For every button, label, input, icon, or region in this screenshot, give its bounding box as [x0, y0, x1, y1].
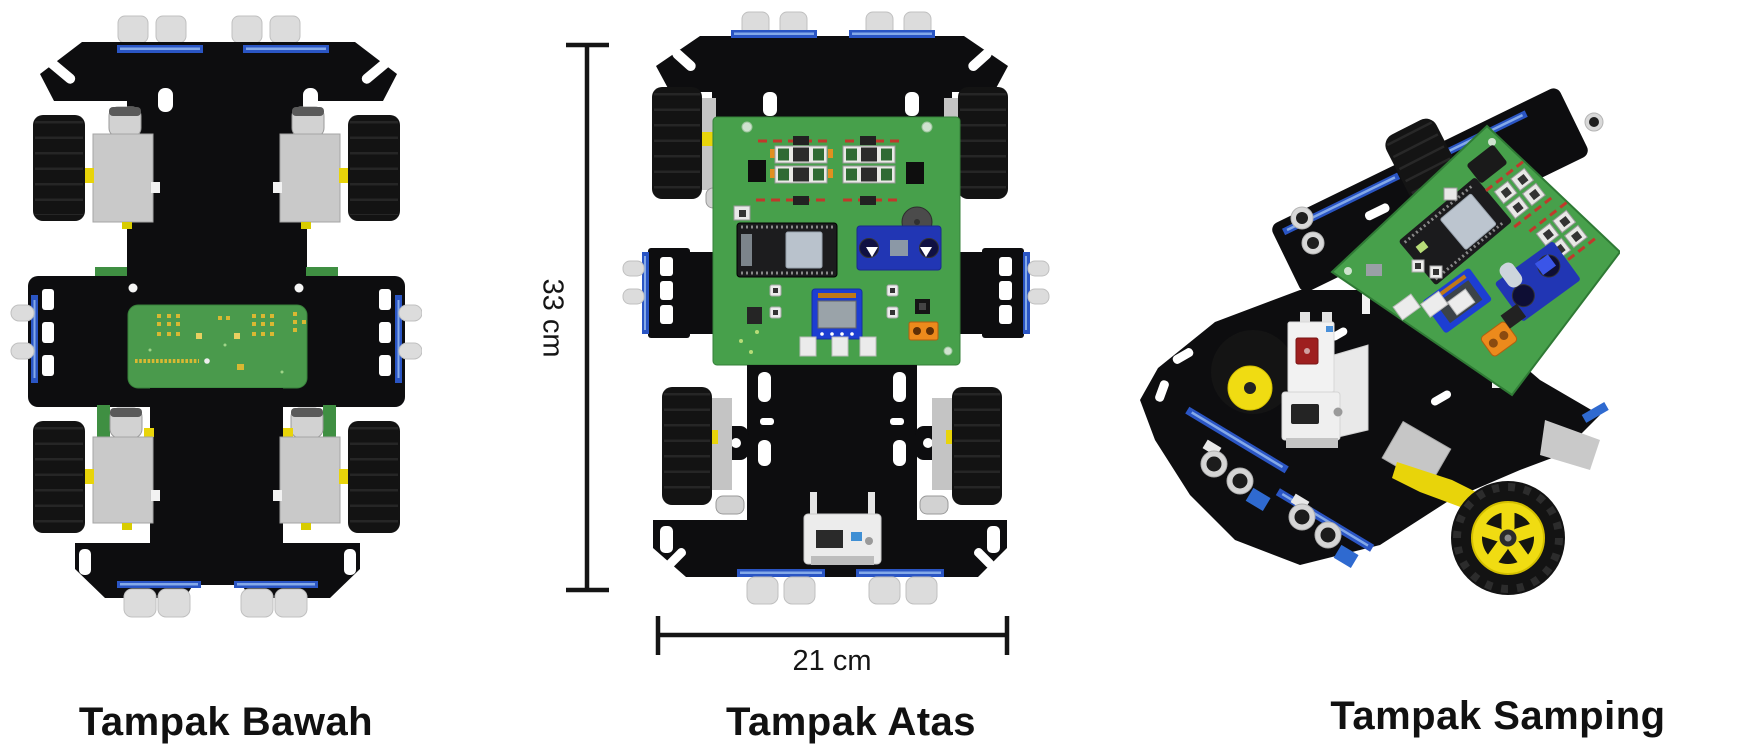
top-main-pcb [712, 116, 961, 366]
caption-top-view: Tampak Atas [725, 700, 977, 744]
mounting-cutout [748, 160, 766, 182]
side-front-right-wheel [1451, 481, 1565, 595]
robot-top-view-illustration [622, 11, 1050, 605]
dimension-annotations: 33 cm 21 cm [536, 42, 1010, 677]
length-dimension-line [566, 42, 609, 593]
dc-jack [1467, 145, 1507, 183]
buck-converter [1495, 242, 1580, 321]
push-button [1443, 187, 1458, 201]
bottom-front-bumper [40, 42, 397, 101]
bottom-front-motors [78, 106, 355, 229]
bottom-side-ultrasonic-sensors [10, 304, 422, 360]
side-front-sensor-rail [1185, 406, 1375, 569]
width-dimension-label: 21 cm [793, 645, 872, 677]
top-left-side-sensor-module [622, 248, 716, 338]
robot-bottom-view-illustration [10, 15, 422, 618]
side-front-left-wheel [1211, 330, 1295, 414]
pcb-standoff [1362, 286, 1370, 314]
driver-chip-cluster [1528, 199, 1599, 269]
top-rear-ultrasonic-sensors [746, 576, 938, 605]
top-front-wheels [652, 87, 1008, 199]
servo-bracket-module [803, 492, 882, 565]
deck-slot [763, 92, 777, 116]
caption-bottom-view: Tampak Bawah [78, 700, 374, 744]
smd-component [747, 307, 762, 324]
bottom-main-pcb [127, 304, 308, 389]
smd-chip [793, 196, 809, 205]
esp32-module [736, 222, 838, 278]
bottom-rear-section [78, 388, 355, 546]
side-front-ultrasonic-sensors [1200, 450, 1342, 549]
power-terminal [908, 321, 939, 341]
bottom-rear-ultrasonic-sensors [123, 588, 308, 618]
buck-converter [856, 225, 942, 271]
esp32-module [1399, 178, 1512, 285]
top-rear-wheels [662, 387, 1002, 505]
smd-chip [860, 136, 876, 145]
bottom-rear-bumper [75, 543, 360, 618]
pin-header [1366, 264, 1382, 276]
caption-side-view: Tampak Samping [1330, 694, 1666, 738]
bottom-front-ultrasonic-sensors [117, 15, 301, 44]
mounting-cutout [906, 162, 924, 184]
pin-headers [799, 336, 877, 357]
deck-slot [905, 92, 919, 116]
motor-driver-modules [770, 145, 896, 184]
bottom-front-wheels [33, 115, 400, 221]
xt60-connector [1480, 303, 1527, 357]
smd-chip [860, 196, 876, 205]
side-camera-module [1281, 312, 1369, 448]
side-right-motor [1381, 402, 1609, 515]
top-right-side-sensor-module [957, 248, 1050, 338]
width-dimension-line [655, 616, 1010, 655]
side-rear-ultrasonic-sensors [1290, 112, 1604, 255]
robot-side-view-illustration [1140, 88, 1620, 595]
oled-display [811, 288, 863, 340]
driver-chip-cluster [1484, 157, 1557, 229]
top-front-bumper [656, 30, 1008, 92]
servo-connectors [1392, 288, 1476, 321]
bottom-rear-wheels [33, 421, 400, 533]
length-dimension-label: 33 cm [536, 279, 568, 358]
side-main-pcb [1330, 124, 1620, 397]
smd-chip [793, 136, 809, 145]
tactile-buttons [769, 284, 930, 319]
solder-pads [157, 312, 306, 336]
